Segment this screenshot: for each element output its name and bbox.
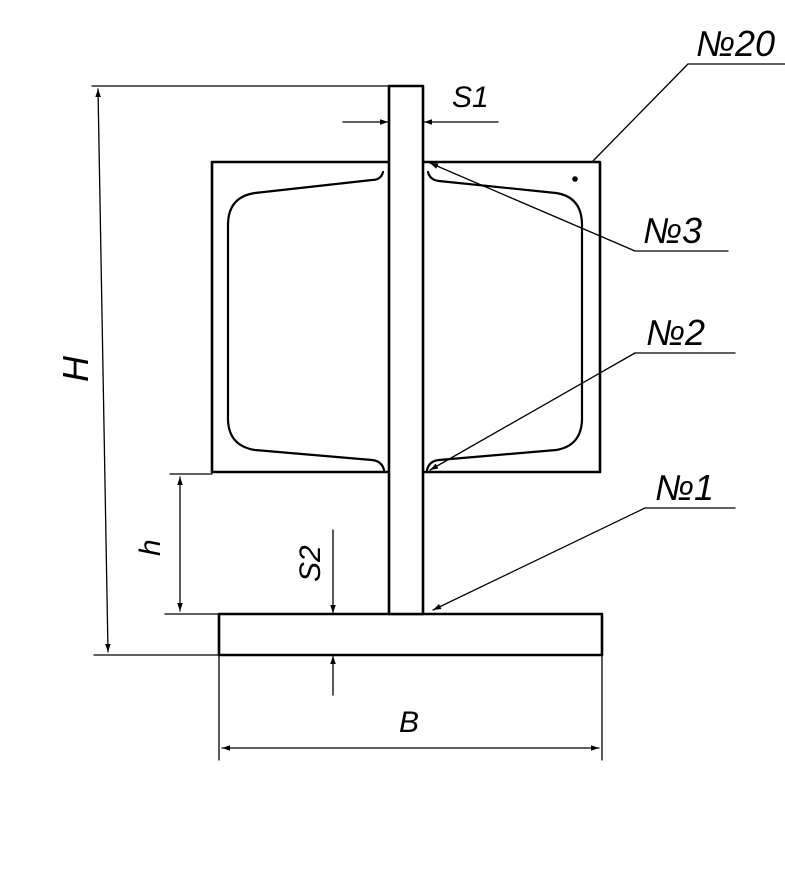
label-2: №2	[646, 312, 705, 353]
base-plate	[217, 612, 604, 657]
dim-line-H	[95, 88, 111, 653]
leader-1	[432, 507, 646, 611]
leader-20	[591, 63, 689, 163]
inner-cavity-left	[226, 170, 386, 472]
label-s1: S1	[452, 81, 489, 114]
vertical-rib	[387, 84, 425, 616]
inner-cavity-right	[425, 170, 584, 472]
label-B: B	[399, 706, 419, 739]
label-20: №20	[696, 23, 775, 64]
label-h: h	[134, 539, 167, 556]
leader-3	[429, 162, 636, 252]
leader-2	[429, 352, 636, 471]
label-1: №1	[655, 467, 714, 508]
label-s2: S2	[294, 545, 327, 582]
point-marker	[572, 176, 578, 182]
label-H: H	[55, 355, 96, 382]
label-3: №3	[643, 210, 702, 251]
